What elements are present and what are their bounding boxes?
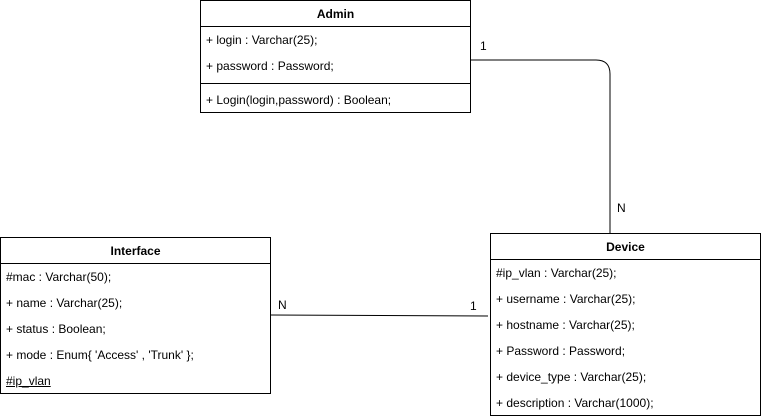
admin-end-multiplicity-label: 1	[480, 39, 487, 53]
interface-end-multiplicity-label: N	[278, 298, 287, 312]
device-left-end-multiplicity-label: 1	[470, 299, 477, 313]
device-attributes: #ip_vlan : Varchar(25); + username : Var…	[491, 260, 760, 416]
admin-class-title: Admin	[201, 1, 470, 27]
interface-attr-mac: #mac : Varchar(50);	[6, 270, 112, 284]
interface-attr-ip-vlan: #ip_vlan	[1, 368, 270, 394]
device-class-box[interactable]: Device #ip_vlan : Varchar(25); + usernam…	[490, 233, 761, 416]
admin-methods: + Login(login,password) : Boolean;	[201, 83, 470, 112]
admin-device-association-line	[470, 59, 611, 233]
interface-attr-mode: + mode : Enum{ 'Access' , 'Trunk' };	[6, 348, 194, 362]
admin-attr-login: + login : Varchar(25);	[206, 33, 318, 47]
device-attr-hostname: + hostname : Varchar(25);	[496, 318, 635, 332]
device-class-title: Device	[491, 234, 760, 260]
interface-device-association-line	[269, 314, 489, 317]
admin-class-box[interactable]: Admin + login : Varchar(25); + password …	[200, 0, 471, 113]
interface-attr-ip-vlan-text: #ip_vlan	[6, 374, 51, 388]
device-attr-device-type: + device_type : Varchar(25);	[496, 370, 647, 384]
admin-attributes: + login : Varchar(25); + password : Pass…	[201, 27, 470, 83]
interface-class-box[interactable]: Interface #mac : Varchar(50); + name : V…	[0, 237, 271, 394]
interface-attributes: #mac : Varchar(50); + name : Varchar(25)…	[1, 264, 270, 394]
device-attr-ip-vlan: #ip_vlan : Varchar(25);	[496, 266, 617, 280]
interface-class-title: Interface	[1, 238, 270, 264]
admin-method-login: + Login(login,password) : Boolean;	[206, 93, 392, 107]
interface-attr-name: + name : Varchar(25);	[6, 296, 123, 310]
admin-attr-password: + password : Password;	[206, 59, 334, 73]
device-attr-username: + username : Varchar(25);	[496, 292, 636, 306]
device-top-end-multiplicity-label: N	[617, 201, 626, 215]
device-attr-password: + Password : Password;	[496, 344, 626, 358]
interface-attr-status: + status : Boolean;	[6, 322, 106, 336]
device-attr-description: + description : Varchar(1000);	[496, 396, 654, 410]
